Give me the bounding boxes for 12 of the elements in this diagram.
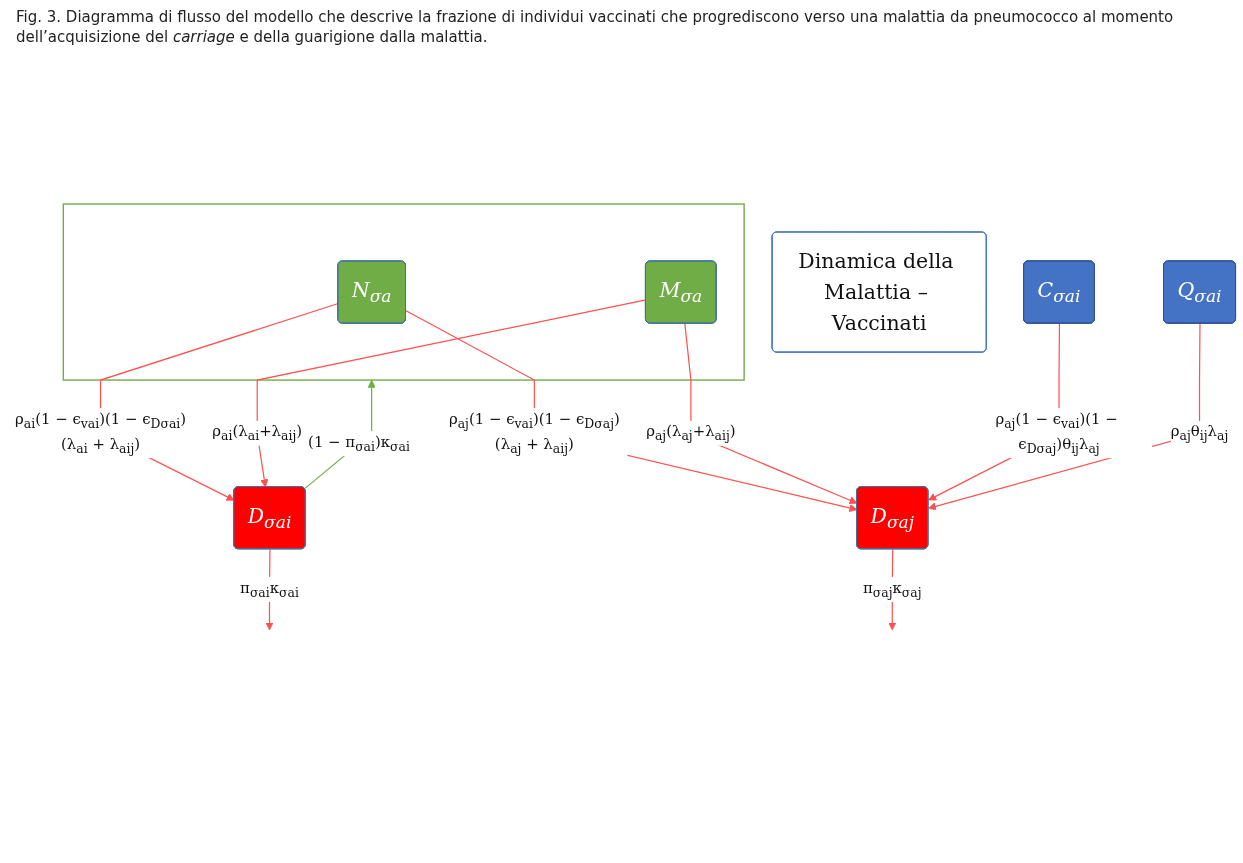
edge-label: π$_{σaj}$κ$_{σaj}$ bbox=[862, 578, 922, 600]
figure-caption: Fig. 3. Diagramma di flusso del modello che descrive la frazione di individui vaccinati che progrediscono verso una malattia da pneumococco al momento dell’acquisizione del carriage e della guarigione dalla malattia. bbox=[16, 8, 1175, 47]
edge-label: ρ$_{aj}$(λ$_{aj}$+λ$_{aij}$) bbox=[646, 422, 736, 444]
edge-label: π$_{σai}$κ$_{σai}$ bbox=[240, 578, 299, 600]
edge-label: ρ$_{aj}$θ$_{ij}$λ$_{aj}$ bbox=[1170, 422, 1229, 444]
edge-label: (1 − π$_{σai}$)κ$_{σai}$ bbox=[308, 432, 410, 454]
edge-label: ρ$_{ai}$(λ$_{ai}$+λ$_{aij}$) bbox=[212, 422, 303, 444]
arrow bbox=[99, 302, 339, 501]
cluster bbox=[62, 203, 745, 381]
edge-label: ρ$_{aj}$(1 − ϵ$_{vai}$)(1 − ϵ$_{Dσaj}$)θ$_{ij}$λ$_{aj}$ bbox=[995, 409, 1118, 456]
edge-label: ρ$_{ai}$(1 − ϵ$_{vai}$)(1 − ϵ$_{Dσai}$)(λ$_{ai}$ + λ$_{aij}$) bbox=[14, 409, 187, 456]
edge-label: ρ$_{aj}$(1 − ϵ$_{vai}$)(1 − ϵ$_{Dσaj}$)(λ$_{aj}$ + λ$_{aij}$) bbox=[448, 409, 620, 456]
